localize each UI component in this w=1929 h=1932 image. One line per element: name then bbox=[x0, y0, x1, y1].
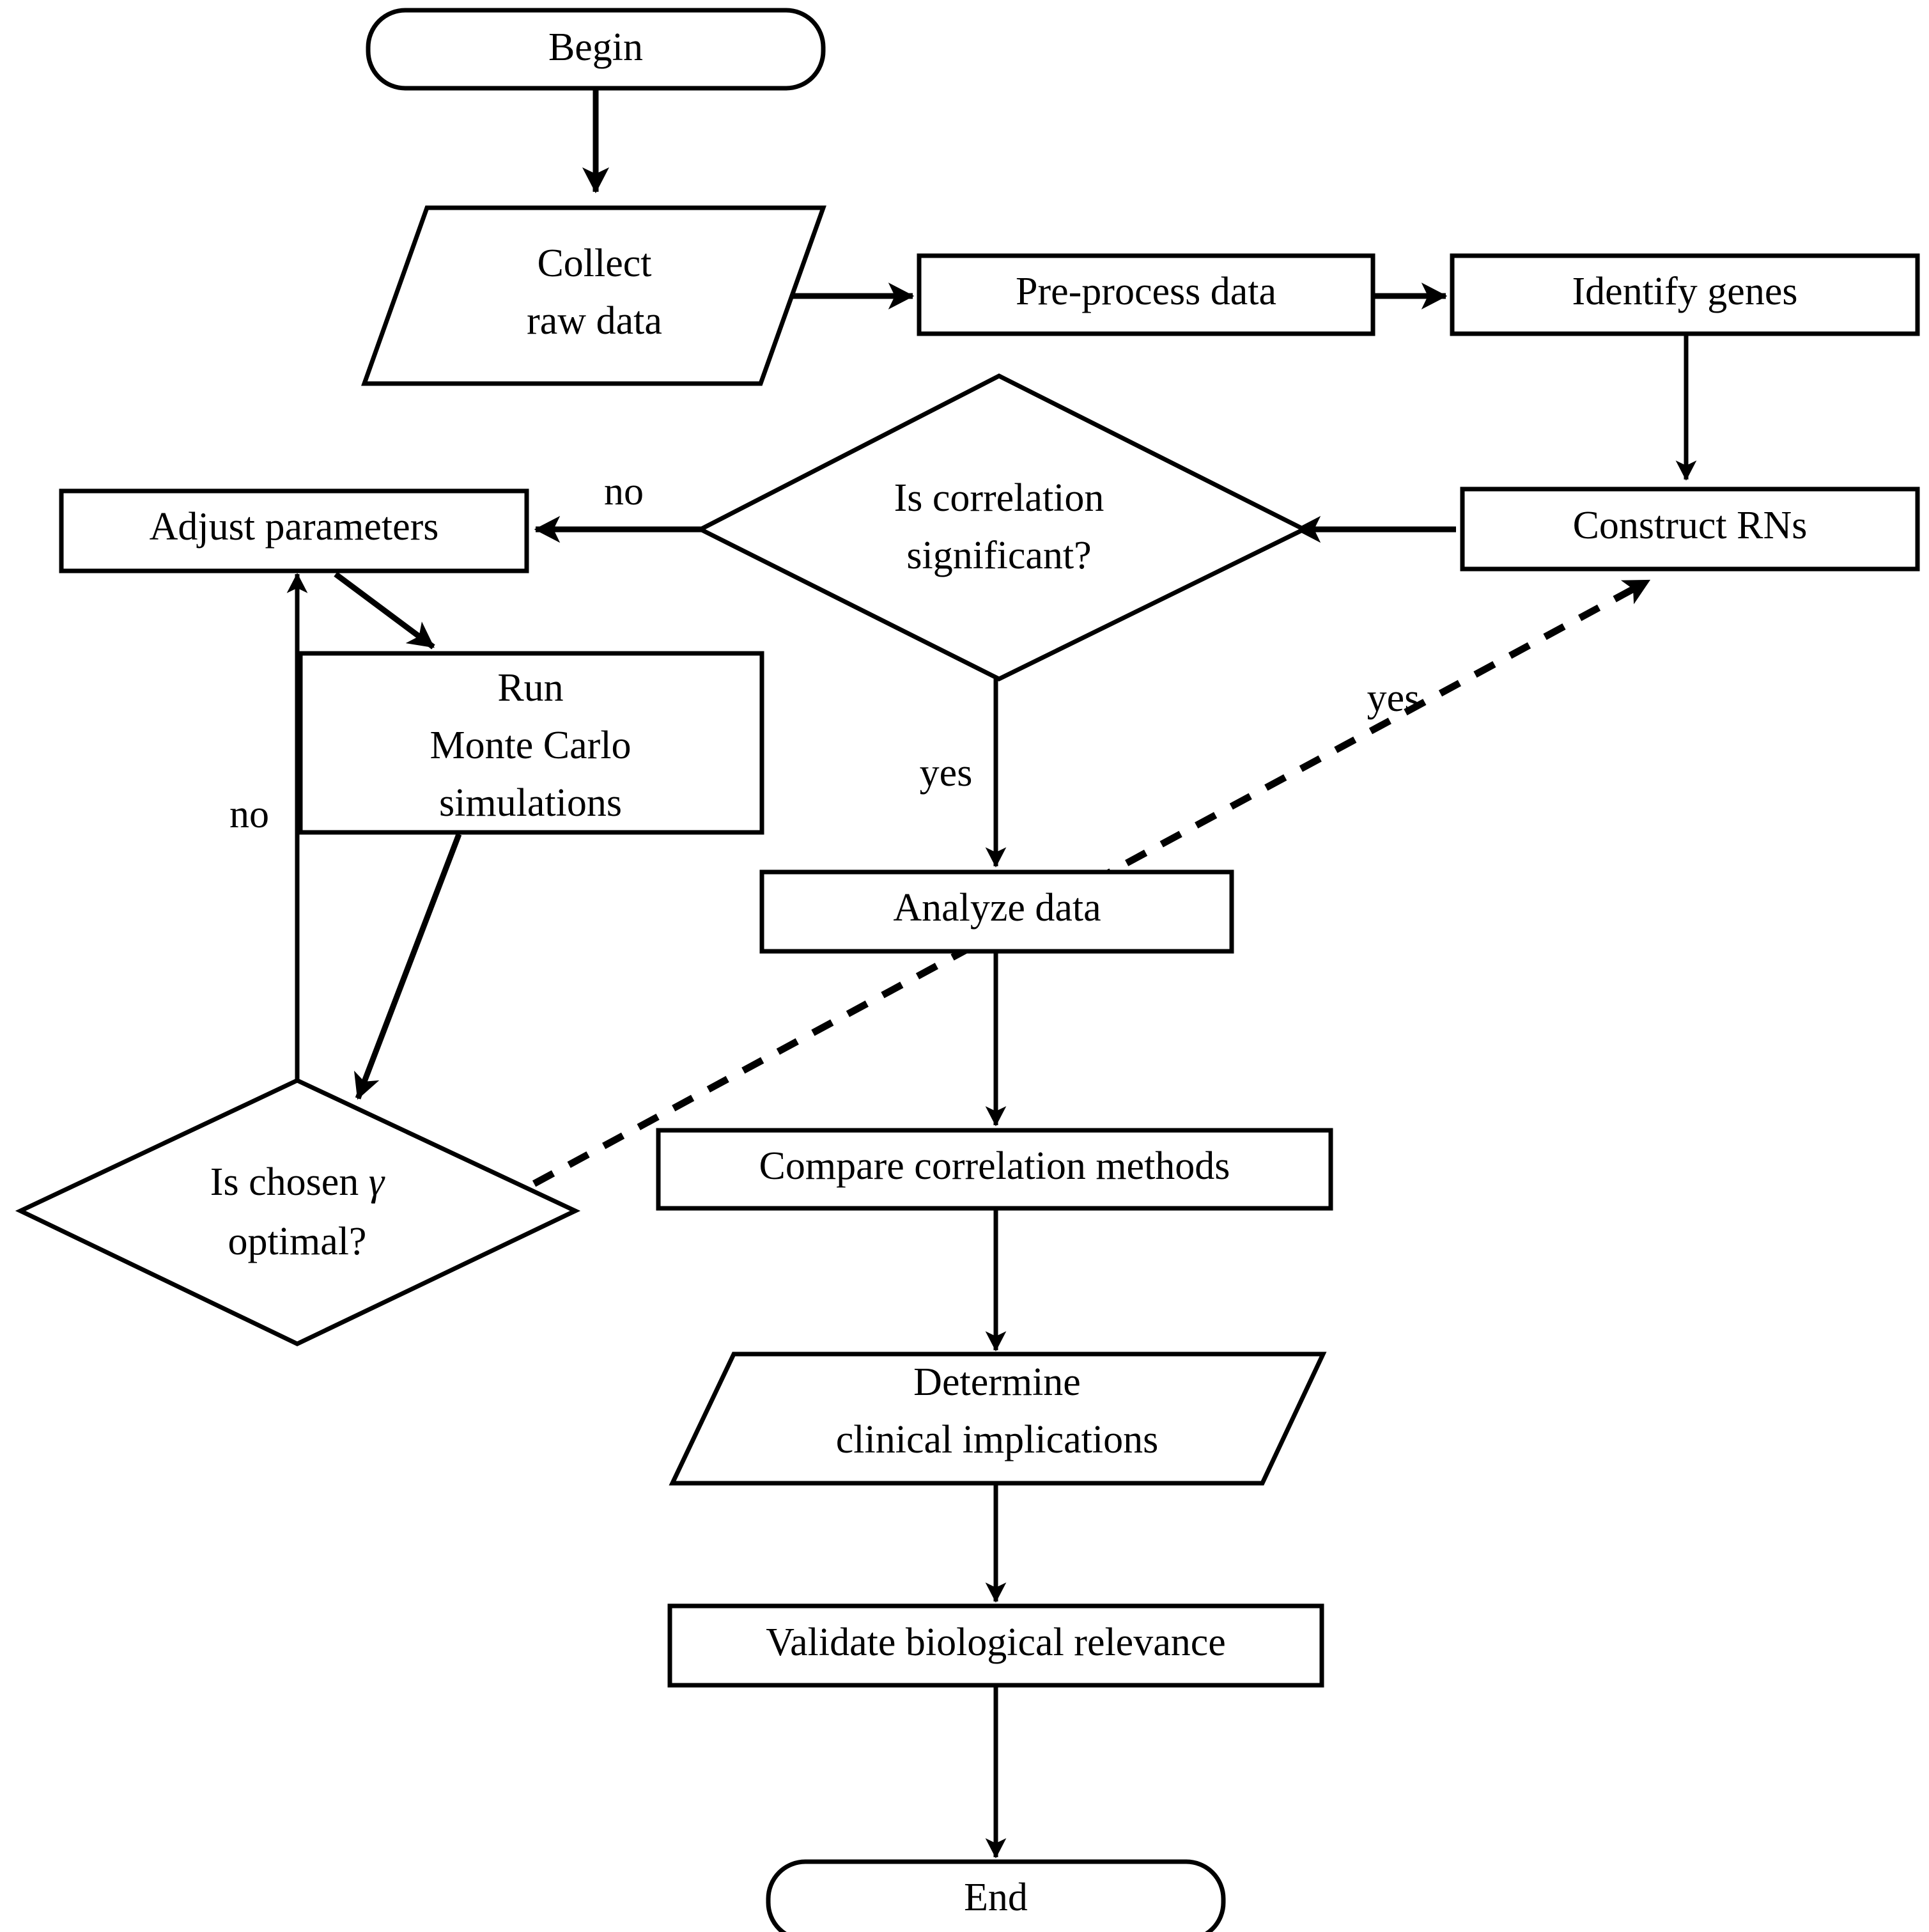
determine-clinical-implications-shape bbox=[669, 1352, 1327, 1486]
adjust-parameters-label: Adjust parameters bbox=[150, 505, 439, 549]
gamma-symbol: γ bbox=[369, 1160, 385, 1204]
analyze-data-shape bbox=[759, 869, 1234, 954]
node-run-monte-carlo[interactable]: Run Monte Carlo simulations bbox=[298, 651, 764, 835]
collect-raw-data-label-line2: raw data bbox=[527, 299, 662, 343]
run-monte-carlo-label-line2: Monte Carlo bbox=[430, 724, 631, 767]
edge-label-no-correlation: no bbox=[604, 470, 644, 513]
edge-label-yes-gamma: yes bbox=[1367, 676, 1420, 720]
end-label: End bbox=[964, 1876, 1028, 1919]
collect-raw-data-label-line1: Collect bbox=[537, 242, 651, 285]
run-monte-carlo-label-line3: simulations bbox=[439, 781, 622, 825]
node-end[interactable]: End bbox=[766, 1859, 1226, 1932]
edge-montecarlo-to-gamma-decision bbox=[353, 833, 462, 1100]
preprocess-data-label: Pre-process data bbox=[1016, 270, 1276, 313]
node-determine-clinical-implications[interactable]: Determine clinical implications bbox=[669, 1352, 1327, 1486]
node-identify-genes[interactable]: Identify genes bbox=[1450, 253, 1920, 336]
gamma-decision-label-line1: Is chosen γ bbox=[210, 1160, 385, 1204]
begin-label: Begin bbox=[548, 26, 643, 69]
node-collect-raw-data[interactable]: Collect raw data bbox=[361, 205, 826, 386]
node-adjust-parameters[interactable]: Adjust parameters bbox=[59, 488, 529, 573]
edge-adjust-to-montecarlo bbox=[334, 572, 435, 650]
run-monte-carlo-shape bbox=[298, 651, 764, 835]
node-analyze-data[interactable]: Analyze data bbox=[759, 869, 1234, 954]
edge-label-yes-correlation: yes bbox=[920, 751, 973, 795]
correlation-decision-shape bbox=[695, 373, 1309, 682]
node-compare-correlation-methods[interactable]: Compare correlation methods bbox=[656, 1128, 1333, 1211]
gamma-decision-label-line2: optimal? bbox=[228, 1220, 367, 1263]
compare-correlation-methods-label: Compare correlation methods bbox=[759, 1144, 1230, 1188]
collect-raw-data-shape bbox=[361, 205, 826, 386]
node-validate-biological-relevance[interactable]: Validate biological relevance bbox=[667, 1603, 1324, 1688]
node-gamma-decision[interactable]: Is chosen γ optimal? bbox=[15, 1078, 581, 1346]
end-shape bbox=[766, 1859, 1226, 1932]
validate-biological-relevance-label: Validate biological relevance bbox=[766, 1621, 1226, 1664]
node-correlation-decision[interactable]: Is correlation significant? bbox=[695, 373, 1309, 682]
analyze-data-label: Analyze data bbox=[893, 886, 1101, 930]
node-preprocess-data[interactable]: Pre-process data bbox=[917, 253, 1375, 336]
identify-genes-shape bbox=[1450, 253, 1920, 336]
gamma-decision-shape bbox=[15, 1078, 581, 1346]
identify-genes-label: Identify genes bbox=[1572, 270, 1798, 313]
adjust-parameters-shape bbox=[59, 488, 529, 573]
construct-rns-label: Construct RNs bbox=[1573, 504, 1808, 547]
edge-label-no-gamma: no bbox=[229, 793, 269, 836]
validate-biological-relevance-shape bbox=[667, 1603, 1324, 1688]
begin-shape bbox=[366, 8, 826, 91]
preprocess-data-shape bbox=[917, 253, 1375, 336]
compare-correlation-methods-shape bbox=[656, 1128, 1333, 1211]
gamma-decision-label-prefix: Is chosen bbox=[210, 1160, 369, 1204]
correlation-decision-label-line2: significant? bbox=[906, 534, 1091, 577]
determine-clinical-implications-label-line2: clinical implications bbox=[836, 1418, 1158, 1461]
construct-rns-shape bbox=[1460, 487, 1920, 572]
node-construct-rns[interactable]: Construct RNs bbox=[1460, 487, 1920, 572]
node-begin[interactable]: Begin bbox=[366, 8, 826, 91]
run-monte-carlo-label-line1: Run bbox=[497, 666, 563, 710]
determine-clinical-implications-label-line1: Determine bbox=[913, 1360, 1081, 1404]
correlation-decision-label-line1: Is correlation bbox=[894, 476, 1104, 520]
